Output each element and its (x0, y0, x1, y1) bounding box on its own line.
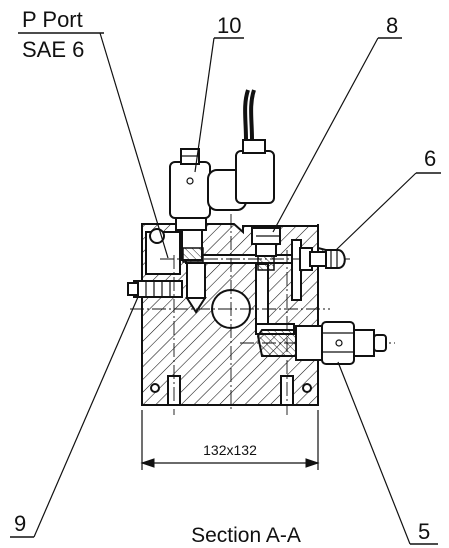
balloon-9-text: 9 (14, 511, 26, 536)
balloon-10: 10 (194, 13, 244, 173)
balloon-5-text: 5 (418, 519, 430, 544)
balloon-5: 5 (337, 361, 438, 545)
fitting-8 (251, 227, 281, 271)
solenoid-valve-10 (169, 89, 275, 263)
solenoid-coil (169, 161, 211, 219)
width-dimension: 132x132 (140, 410, 320, 470)
balloon-10-text: 10 (217, 13, 241, 38)
manifold-block (127, 223, 327, 406)
port-leader (99, 32, 169, 259)
electrical-plug (235, 150, 275, 204)
plug-6 (299, 247, 346, 271)
balloon-8: 8 (272, 13, 402, 233)
relief-valve-5 (256, 321, 387, 365)
port-label-line1: P Port (22, 7, 83, 32)
balloon-8-text: 8 (386, 13, 398, 38)
balloon-6-text: 6 (424, 146, 436, 171)
balloon-6: 6 (335, 146, 441, 251)
cable (243, 89, 250, 141)
port-label-line2: SAE 6 (22, 37, 84, 62)
port-label: P Port SAE 6 (18, 7, 169, 259)
plug-9 (133, 280, 183, 298)
relief-valve-hex (321, 321, 355, 365)
section-title: Section A-A (191, 524, 301, 547)
balloon-9: 9 (10, 296, 139, 538)
width-dimension-text: 132x132 (203, 442, 257, 458)
